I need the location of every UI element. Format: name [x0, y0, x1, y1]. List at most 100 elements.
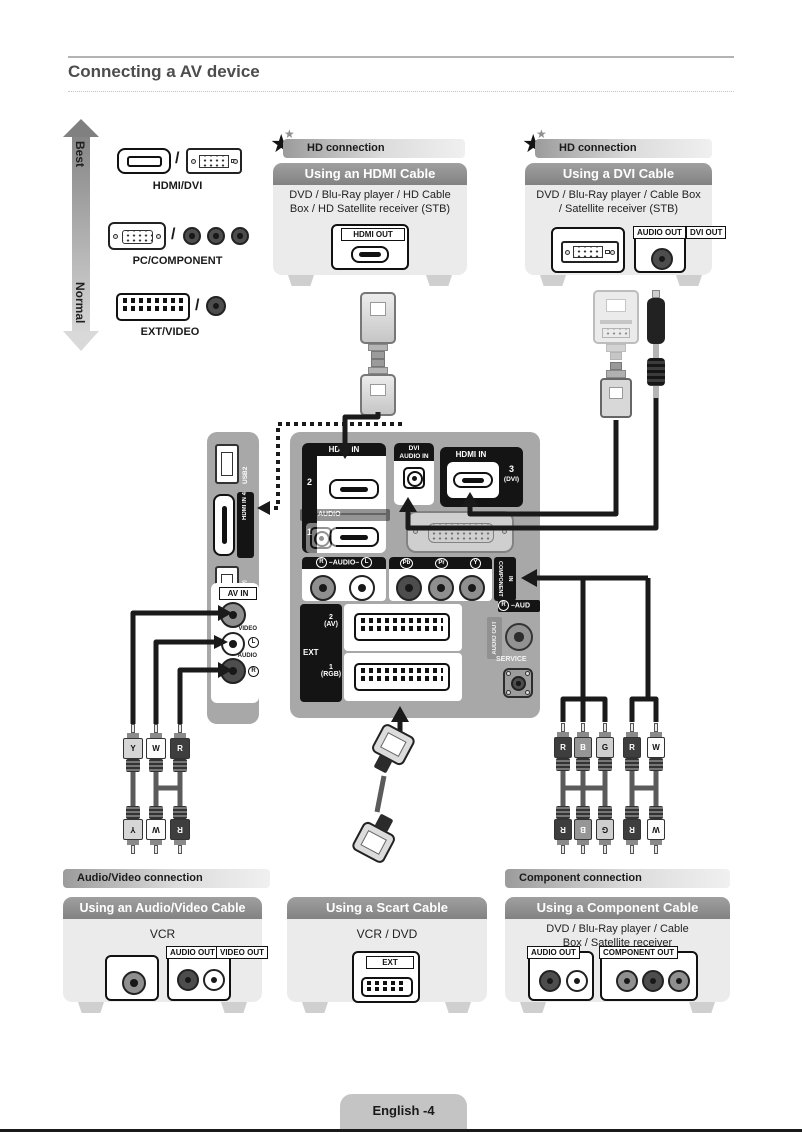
separator: /	[175, 150, 180, 167]
plug-label: W	[647, 737, 665, 758]
hdmi-dvi-label: HDMI/DVI	[152, 180, 203, 192]
plug-label: W	[146, 738, 166, 759]
device-list-line1: VCR / DVD	[356, 927, 418, 941]
dvi-audio-jack	[403, 467, 425, 489]
device-list-line1: VCR	[149, 927, 176, 941]
hdmi-plug-icon	[360, 374, 396, 416]
scart1-box	[344, 653, 462, 701]
scart-cable-box: Using a Scart Cable VCR / DVD EXT	[287, 897, 487, 1003]
plug-interconnects	[130, 770, 659, 813]
device-list-line1: DVD / Blu-Ray player / Cable	[546, 923, 689, 935]
star-small-icon: ★	[536, 127, 547, 141]
ext-strip: EXT 2 (AV) 1 (RGB)	[300, 604, 342, 702]
dotted-rule	[68, 91, 734, 92]
vcr-video-port-box	[105, 955, 159, 1001]
device-foot	[426, 275, 452, 286]
video-out-tag: VIDEO OUT	[216, 946, 269, 959]
audio-strip-label: –AUDIO–	[328, 559, 360, 567]
arrowheads	[214, 444, 537, 722]
device-foot	[445, 1002, 471, 1013]
dvi-plug-icon	[600, 378, 632, 418]
audio-out-strip: R –AUD	[498, 600, 540, 612]
component-connection-badge: Component connection	[505, 869, 730, 888]
star-small-icon: ★	[284, 127, 295, 141]
plug-label: R	[623, 737, 641, 758]
audio-out-tag: AUDIO OUT	[166, 946, 219, 959]
rca-jack-icon	[122, 971, 146, 995]
device-foot	[302, 1002, 328, 1013]
audio-out-jack	[505, 623, 533, 651]
component-plug-blue: B	[574, 723, 592, 771]
pc-section-dimmed: AUDIO	[300, 509, 525, 555]
component-pb-jack	[396, 575, 422, 601]
plug-label: Y	[123, 738, 143, 759]
av-cable-box-title: Using an Audio/Video Cable	[63, 897, 262, 919]
ext-tag: EXT	[366, 956, 414, 969]
video-label: VIDEO	[238, 626, 257, 632]
port1-number: 1	[302, 527, 317, 537]
pr-circle-label: Pr	[435, 557, 448, 569]
separator: /	[171, 226, 176, 243]
plug-label: B	[574, 737, 592, 758]
rca-jack-icon	[203, 969, 225, 991]
hdmi1-port	[329, 527, 379, 547]
dvi-port-icon	[561, 241, 619, 263]
component-pbpry-strip: Pb Pr Y	[389, 557, 492, 569]
dvi-cable-box: Using a DVI Cable DVD / Blu-Ray player /…	[525, 163, 727, 275]
device-list-line1: DVD / Blu-Ray player / HD Cable	[289, 189, 451, 201]
dvi-cable-box-title: Using a DVI Cable	[525, 163, 712, 185]
scart1-port	[354, 663, 450, 691]
scart-plug-icon	[352, 724, 415, 863]
l-circle-label: L	[361, 557, 373, 568]
separator: /	[195, 297, 200, 314]
component-in-label-strip: COMPONENT IN	[494, 557, 516, 601]
pc-vga-port	[406, 511, 514, 553]
hdmi3-box: HDMI IN 3 (DVI)	[440, 447, 523, 507]
hdmi-out-tag: HDMI OUT	[341, 228, 405, 241]
quality-normal-label: Normal	[73, 282, 87, 324]
device-list-line2: Box / HD Satellite receiver (STB)	[289, 203, 451, 215]
dvi-connector-icon	[186, 148, 242, 174]
tv-side-panel: USB2 HDMI IN 4 USB1 (HDD) AV IN VIDEO L …	[207, 432, 259, 724]
hdmi-plug-icon	[360, 292, 396, 344]
component-video-box: Pb Pr Y	[389, 557, 492, 601]
component-in-label2: IN	[507, 576, 513, 582]
rca-jack-icon	[668, 970, 690, 992]
device-foot	[221, 1002, 247, 1013]
hdmi3-port-area	[447, 462, 499, 498]
audio-out-tag: AUDIO OUT	[633, 226, 686, 239]
scart-port-icon	[361, 977, 413, 997]
plug-label: G	[596, 819, 614, 840]
ext-video-label: EXT/VIDEO	[140, 326, 200, 338]
service-port	[503, 668, 533, 698]
plug-label: R	[623, 819, 641, 840]
dvi-header-line1: DVI	[408, 445, 420, 452]
tv-rear-panel: HDMI IN 2 1 DVI AUDIO IN HDMI IN	[290, 432, 540, 718]
rca-jack-icon	[566, 970, 588, 992]
audio-out-label-strip: AUDIO OUT	[487, 617, 502, 659]
av-plug-white: W	[146, 724, 166, 772]
av-plug-red: R	[170, 724, 190, 772]
dvi-header-line2: AUDIO IN	[399, 453, 429, 460]
page-number-tab: English -4	[340, 1094, 467, 1130]
device-foot	[540, 275, 566, 286]
quality-best-label: Best	[73, 141, 87, 168]
av-plug-yellow: Y	[123, 806, 143, 854]
r-circle-label: R	[498, 600, 509, 611]
hd-connection-badge: HD connection	[283, 139, 465, 158]
l-circle-label: L	[248, 637, 259, 648]
device-foot	[676, 275, 702, 286]
service-label: SERVICE	[496, 656, 527, 663]
pc-audio-jack-box	[306, 523, 336, 553]
audio-plug-icon	[647, 298, 665, 344]
hdmi4-label-strip: HDMI IN 4	[237, 492, 254, 558]
component-y-jack	[459, 575, 485, 601]
rca-jack-icon	[183, 227, 201, 245]
scart2-box	[344, 604, 462, 651]
ext2-label: 2 (AV)	[320, 614, 342, 628]
av-cable-box: Using an Audio/Video Cable VCR AUDIO OUT…	[63, 897, 269, 1002]
hdmi-out-port-box: HDMI OUT	[331, 224, 409, 270]
dotted-cable-path	[270, 422, 402, 510]
